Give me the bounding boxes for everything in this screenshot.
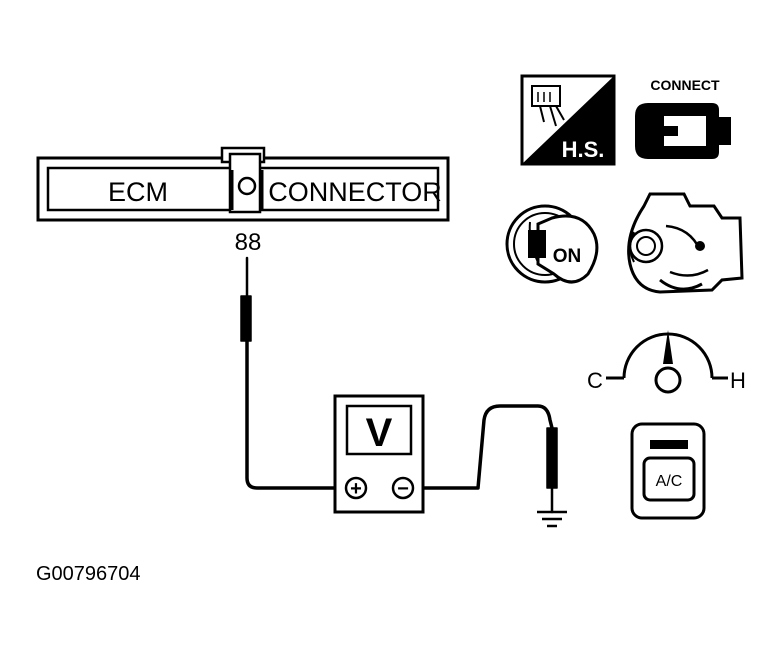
- connector-pin-cavity: [237, 176, 257, 196]
- voltmeter: V + −: [333, 394, 425, 514]
- pin-number-label: 88: [235, 229, 262, 256]
- meter-display-unit: V: [366, 411, 393, 455]
- harness-side-icon: H.S.: [520, 74, 616, 166]
- ac-switch-icon: A/C: [630, 422, 706, 520]
- harness-side-label: H.S.: [562, 137, 605, 162]
- figure-id: G00796704: [36, 563, 141, 585]
- ignition-on-label: ON: [553, 246, 582, 267]
- ground-probe: [546, 427, 558, 489]
- ignition-on-icon: ON: [505, 204, 599, 284]
- ground-symbol: [537, 510, 567, 528]
- temperature-gauge-icon: C H: [587, 330, 746, 394]
- ecm-connector: ECM CONNECTOR: [36, 146, 450, 222]
- test-wiring: [240, 256, 558, 514]
- positive-terminal: +: [344, 476, 368, 500]
- negative-terminal: −: [391, 476, 415, 500]
- temp-cold-label: C: [587, 368, 603, 393]
- engine-running-icon: [627, 192, 744, 294]
- connector-left-label: ECM: [108, 177, 168, 207]
- connect-label: CONNECT: [650, 77, 720, 93]
- negative-symbol: −: [397, 478, 409, 500]
- ac-label: A/C: [656, 473, 683, 490]
- temp-hot-label: H: [730, 368, 746, 393]
- positive-probe: [240, 295, 252, 342]
- positive-symbol: +: [350, 478, 362, 500]
- connect-icon: CONNECT: [635, 77, 731, 159]
- connector-right-label: CONNECTOR: [268, 177, 442, 207]
